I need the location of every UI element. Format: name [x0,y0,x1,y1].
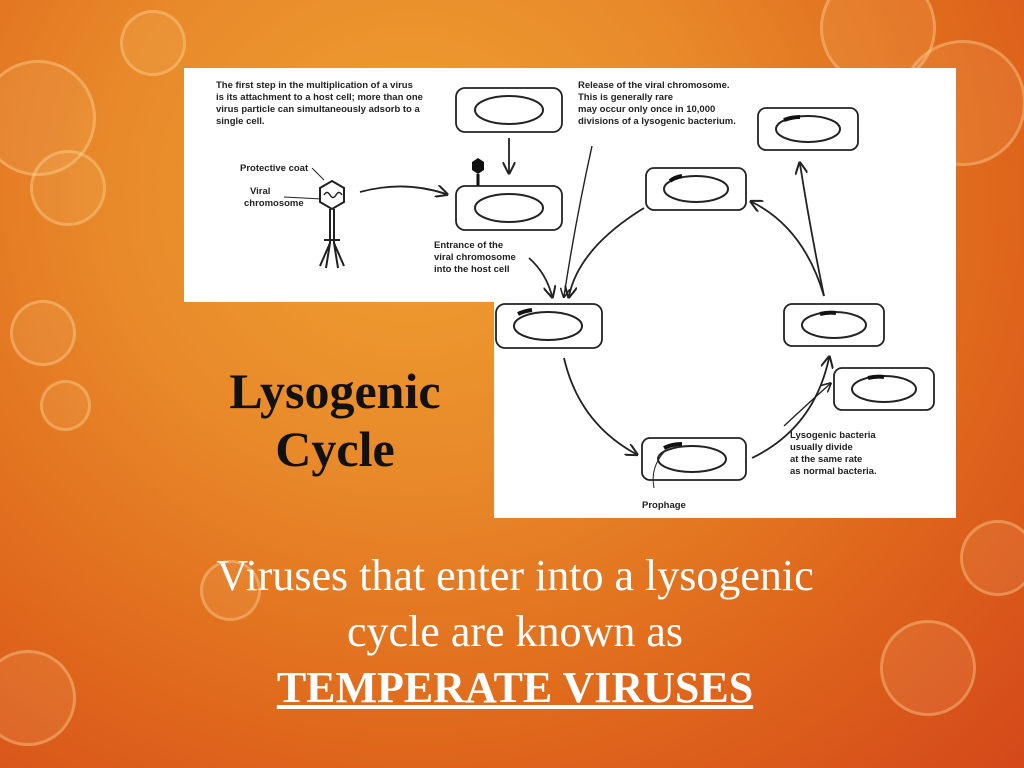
attached-phage-icon [472,158,484,186]
bacterium-cell-dividing [833,367,935,411]
bacterium-cell-right-cycle [783,303,885,347]
bacterium-cell-1 [455,87,563,133]
subtitle-line2: cycle are known as [347,607,683,656]
bacterium-cell-2 [455,185,563,231]
decorative-bubble [30,150,106,226]
bacterium-cell-top-cycle [645,167,747,211]
prophage-label: Prophage [642,500,686,511]
subtitle-emphasis: TEMPERATE VIRUSES [276,663,754,712]
decorative-bubble [960,520,1024,596]
slide-title-line1: Lysogenic [229,363,441,419]
slide-subtitle: Viruses that enter into a lysogenic cycl… [100,548,930,716]
slide-title: Lysogenic Cycle [180,362,490,478]
slide-title-line2: Cycle [275,421,395,477]
bacterium-cell-prophage [641,437,747,481]
divide-text: Lysogenic bacteria usually divide at the… [790,430,878,477]
viral-chromosome-label: Viral chromosome [244,186,304,209]
bacterium-cell-left-cycle [495,303,603,349]
step1-text: The first step in the multiplication of … [216,80,426,127]
decorative-bubble [880,620,976,716]
decorative-bubble [0,650,76,746]
decorative-bubble [120,10,186,76]
decorative-bubble [40,380,91,431]
bacterium-cell-released [757,107,859,151]
bacteriophage-icon [319,179,345,269]
subtitle-line1: Viruses that enter into a lysogenic [216,551,814,600]
release-text: Release of the viral chromosome. This is… [578,80,736,127]
entrance-text: Entrance of the viral chromosome into th… [434,240,518,275]
decorative-bubble [10,300,76,366]
protective-coat-label: Protective coat [240,163,309,174]
decorative-bubble [200,560,261,621]
lysogenic-cycle-diagram: The first step in the multiplication of … [216,80,935,511]
